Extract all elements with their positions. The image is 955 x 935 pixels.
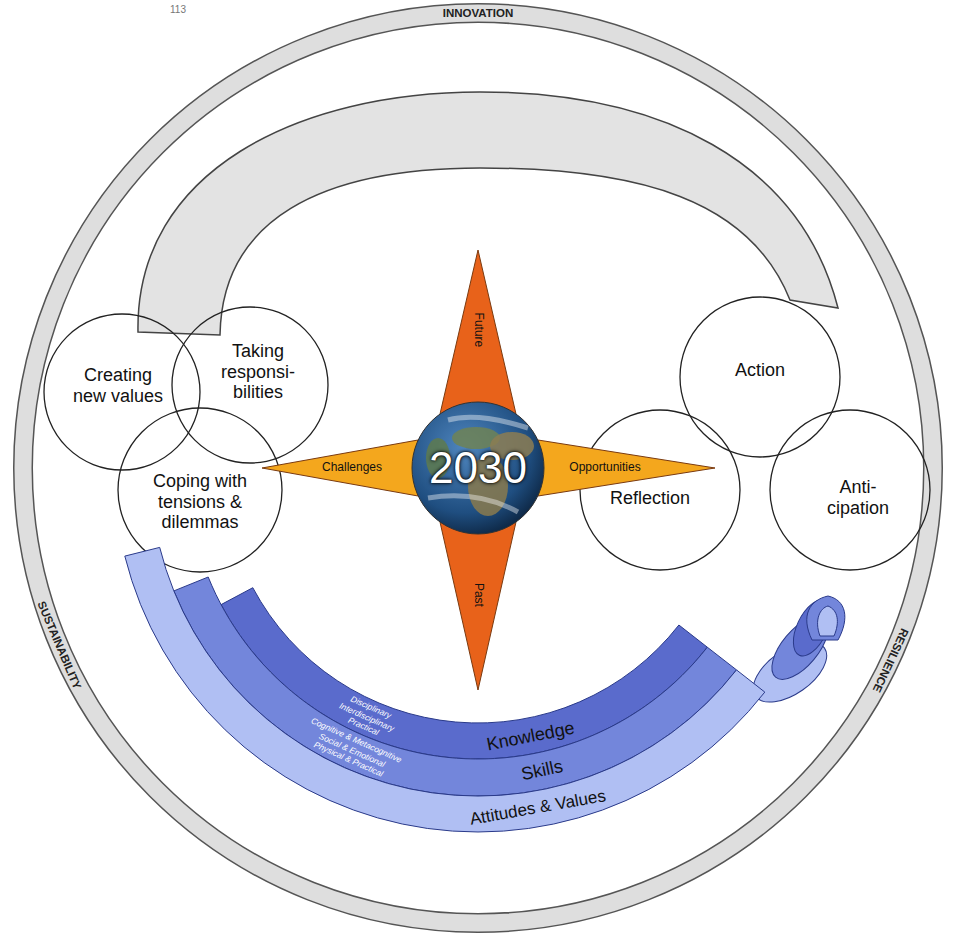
circle-label: Anti- cipation [821,477,896,518]
globe-cloud [448,417,528,428]
globe: 2030 [410,400,546,536]
outer-ring [23,13,933,923]
circle-outline [680,297,840,457]
circle-label: Action [700,360,820,381]
knot-bud [818,606,838,636]
circle-outline [172,307,328,463]
compass-point: Challenges [260,438,420,498]
concept-circle: Anti- cipation [768,408,932,572]
ring-label: INNOVATION [443,7,514,20]
ring-label: SUSTAINABILITY [35,600,83,692]
node-label: Future [471,313,485,348]
concept-circle: Reflection [578,408,742,572]
concept-circle: Creating new values [42,312,202,472]
node-label: Challenges [322,461,382,475]
circle-outline [118,408,282,572]
band-shape [125,547,765,832]
compass-point-shape [440,250,516,414]
circle-outline [770,410,930,570]
compass-point-shape [262,440,418,496]
node-label: Past [471,583,485,607]
compass-point: Future [438,248,518,416]
knot-bud [807,596,845,640]
outer-ring-edge [23,13,933,923]
compass-point: Past [438,520,518,692]
globe-sphere [412,402,544,534]
circle-label: Coping with tensions & dilemmas [145,471,255,533]
node-label: 2030 [429,443,527,494]
circle-label: Taking responsi- bilities [213,341,303,403]
page-number: 113 [170,4,186,15]
node-label: Opportunities [569,461,640,475]
circle-label: Creating new values [68,365,168,406]
concept-circle: Action [678,295,842,459]
learning-band-shape [122,545,767,834]
concept-circle: Taking responsi- bilities [170,305,330,465]
globe-land [426,417,534,516]
circle-outline [580,410,740,570]
globe-cloud [428,496,518,512]
concept-circle: Coping with tensions & dilemmas [116,406,284,574]
learning-band: Attitudes & Values [122,545,767,834]
compass-point-shape [538,440,715,496]
compass-point-shape [440,522,516,690]
circle-outline [44,314,200,470]
circle-label: Reflection [590,488,710,509]
